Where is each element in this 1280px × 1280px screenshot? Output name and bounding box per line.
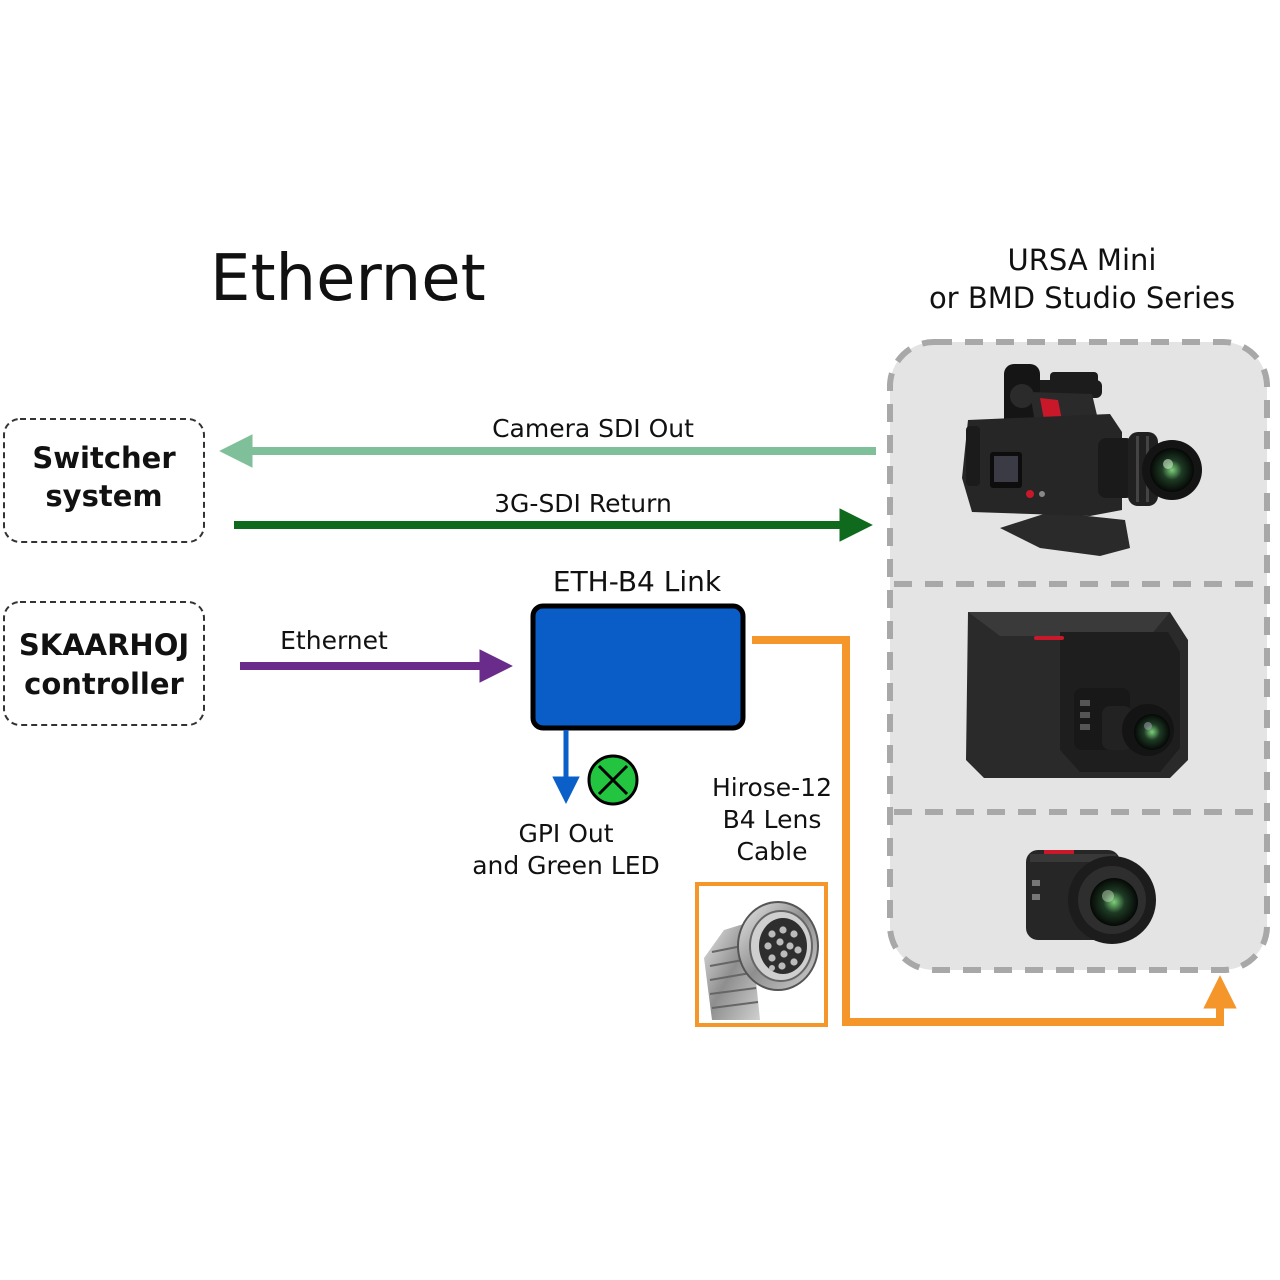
- controller-label-line2: controller: [24, 667, 184, 701]
- green-led-icon: [587, 754, 639, 806]
- gpi-out-label-line2: and Green LED: [472, 851, 660, 880]
- eth-b4-link-label: ETH-B4 Link: [553, 565, 722, 598]
- lens-cable-connection: Hirose-12 B4 Lens Cable: [712, 636, 1237, 1026]
- controller-label-line1: SKAARHOJ: [19, 628, 189, 662]
- switcher-label-line1: Switcher: [32, 441, 176, 475]
- camera-sdi-out-label: Camera SDI Out: [492, 414, 694, 443]
- lens-cable-label-line1: Hirose-12: [712, 773, 832, 802]
- camera-group-label-line2: or BMD Studio Series: [929, 281, 1235, 315]
- ursa-mini-camera-icon: [962, 364, 1202, 556]
- ethernet-connection: Ethernet: [240, 626, 513, 683]
- micro-camera-icon: [1026, 850, 1156, 944]
- sdi-return-label: 3G-SDI Return: [494, 489, 672, 518]
- hirose-connector-icon: [695, 882, 828, 1027]
- lens-cable-label-line3: Cable: [737, 837, 808, 866]
- studio-camera-icon: [966, 612, 1188, 778]
- switcher-system-node: Switcher system: [3, 418, 205, 543]
- lens-cable-label-line2: B4 Lens: [723, 805, 822, 834]
- skaarhoj-controller-node: SKAARHOJ controller: [3, 601, 205, 726]
- diagram-title: Ethernet: [210, 242, 486, 316]
- eth-b4-link-node: ETH-B4 Link: [530, 565, 746, 731]
- gpi-out-connection: GPI Out and Green LED: [472, 730, 660, 880]
- camera-sdi-out-connection: Camera SDI Out: [219, 414, 876, 468]
- camera-group-label-line1: URSA Mini: [1008, 243, 1157, 277]
- switcher-label-line2: system: [45, 479, 162, 513]
- gpi-out-label-line1: GPI Out: [518, 819, 613, 848]
- sdi-return-connection: 3G-SDI Return: [234, 489, 873, 542]
- ethernet-label: Ethernet: [280, 626, 388, 655]
